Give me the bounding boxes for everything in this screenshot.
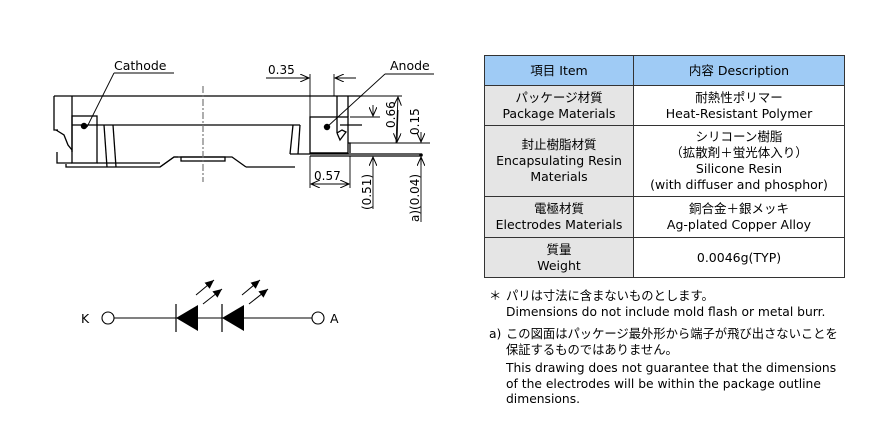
row-item-cell: 封止樹脂材質 Encapsulating Resin Materials bbox=[484, 125, 634, 197]
note-line: dimensions. bbox=[506, 392, 581, 406]
cathode-lead-foot bbox=[56, 152, 72, 164]
desc-ja: 銅合金＋銀メッキ bbox=[688, 201, 789, 216]
desc-ja: 耐熱性ポリマー bbox=[695, 89, 783, 105]
package-left-wall bbox=[53, 96, 58, 131]
item-ja: 電極材質 bbox=[533, 201, 584, 216]
item-en: Package Materials bbox=[502, 105, 616, 121]
note-burr: ＊ パリは寸法に含まないものとします。 Dimensions do not in… bbox=[489, 289, 838, 320]
desc-en: Heat-Resistant Polymer bbox=[665, 105, 813, 121]
led-1-triangle bbox=[176, 305, 198, 331]
anode-chamfer bbox=[336, 129, 347, 142]
note-line: パリは寸法に含まないものとします。 bbox=[506, 289, 714, 303]
led-2-triangle bbox=[222, 305, 244, 331]
desc-en: Ag-plated Copper Alloy bbox=[666, 217, 812, 232]
header-description: 内容 Description bbox=[633, 55, 845, 86]
notes: ＊ パリは寸法に含まないものとします。 Dimensions do not in… bbox=[489, 289, 838, 408]
note-line: This drawing does not guarantee that the… bbox=[506, 361, 837, 375]
note-line: 保証するものではありません。 bbox=[506, 342, 678, 357]
dim-0-57 bbox=[309, 156, 351, 188]
desc-en: Silicone Resin bbox=[695, 161, 783, 176]
row-description-cell: 耐熱性ポリマー Heat-Resistant Polymer bbox=[633, 85, 845, 126]
row-item-cell: 質量 Weight bbox=[484, 237, 634, 278]
dim-label-0-57: 0.57 bbox=[314, 169, 341, 183]
row-description-cell: シリコーン樹脂 （拡散剤＋蛍光体入り） Silicone Resin (with… bbox=[633, 125, 845, 197]
item-en: Electrodes Materials bbox=[495, 217, 623, 232]
light-arrow-icon bbox=[195, 279, 215, 296]
materials-table: 項目 Item 内容 Description パッケージ材質 Package M… bbox=[484, 55, 845, 278]
anode-leader bbox=[326, 73, 386, 128]
desc-en-2: (with diffuser and phosphor) bbox=[650, 177, 828, 192]
note-line: この図面はパッケージ最外形から端子が飛び出さないことを bbox=[506, 327, 838, 341]
table-row: パッケージ材質 Package Materials 耐熱性ポリマー Heat-R… bbox=[484, 85, 845, 126]
package-side-view bbox=[53, 95, 420, 168]
anode-label: Anode bbox=[390, 58, 430, 73]
item-ja: パッケージ材質 bbox=[515, 89, 603, 105]
dim-label-0-04: a)(0.04) bbox=[408, 174, 422, 222]
header-item: 項目 Item bbox=[484, 55, 634, 86]
terminal-a-label: A bbox=[330, 311, 339, 326]
cathode-label: Cathode bbox=[114, 58, 167, 73]
dim-label-0-35: 0.35 bbox=[268, 63, 295, 77]
note-mark: ＊ bbox=[489, 289, 502, 303]
item-ja: 質量 bbox=[546, 241, 572, 257]
dim-0-35 bbox=[266, 74, 356, 117]
row-description-cell: 0.0046g(TYP) bbox=[633, 237, 845, 278]
item-ja: 封止樹脂材質 bbox=[521, 137, 597, 152]
item-en-2: Materials bbox=[530, 169, 588, 184]
leaders bbox=[86, 72, 434, 128]
light-arrow-icon bbox=[202, 288, 223, 305]
cathode-slant-2 bbox=[112, 124, 117, 168]
led-1 bbox=[175, 279, 223, 332]
anode-slant-1 bbox=[289, 124, 294, 155]
dim-0-66 bbox=[348, 95, 430, 144]
item-en: Weight bbox=[537, 257, 581, 273]
row-description-cell: 銅合金＋銀メッキ Ag-plated Copper Alloy bbox=[633, 196, 845, 238]
light-arrow-icon bbox=[248, 288, 269, 305]
anode-electrode bbox=[309, 116, 349, 154]
table-row: 質量 Weight 0.0046g(TYP) bbox=[484, 237, 845, 278]
dim-label-0-51: (0.51) bbox=[360, 174, 374, 210]
desc-value: 0.0046g(TYP) bbox=[696, 249, 782, 265]
dim-label-0-66: 0.66 bbox=[384, 101, 398, 128]
table-row: 電極材質 Electrodes Materials 銅合金＋銀メッキ Ag-pl… bbox=[484, 196, 845, 238]
terminal-a bbox=[311, 311, 325, 325]
row-item-cell: 電極材質 Electrodes Materials bbox=[484, 196, 634, 238]
circuit-symbol: K A bbox=[81, 279, 339, 332]
cathode-leader bbox=[86, 72, 115, 128]
note-line: of the electrodes will be within the pac… bbox=[506, 376, 821, 391]
dim-0-15-dot bbox=[419, 153, 423, 157]
anode-dot bbox=[323, 123, 331, 131]
anode-slant-2 bbox=[297, 124, 301, 155]
terminal-k bbox=[101, 311, 115, 325]
note-mark: a) bbox=[489, 327, 502, 341]
note-electrode: a) この図面はパッケージ最外形から端子が飛び出さないことを 保証するものではあ… bbox=[489, 327, 838, 408]
note-line: Dimensions do not include mold flash or … bbox=[506, 304, 826, 319]
desc-ja: シリコーン樹脂 bbox=[695, 129, 783, 144]
led-2 bbox=[221, 279, 269, 332]
table-header-row: 項目 Item 内容 Description bbox=[484, 55, 845, 86]
desc-ja-2: （拡散剤＋蛍光体入り） bbox=[670, 145, 808, 160]
dim-label-0-15: 0.15 bbox=[408, 108, 422, 135]
light-arrow-icon bbox=[241, 279, 261, 296]
table-row: 封止樹脂材質 Encapsulating Resin Materials シリコ… bbox=[484, 125, 845, 197]
cathode-chamfer bbox=[55, 129, 73, 151]
terminal-k-label: K bbox=[81, 311, 90, 326]
cathode-dot bbox=[80, 122, 88, 130]
cathode-electrode bbox=[71, 115, 98, 164]
item-en: Encapsulating Resin bbox=[496, 153, 622, 168]
cathode-slant-1 bbox=[103, 124, 108, 168]
row-item-cell: パッケージ材質 Package Materials bbox=[484, 85, 634, 126]
